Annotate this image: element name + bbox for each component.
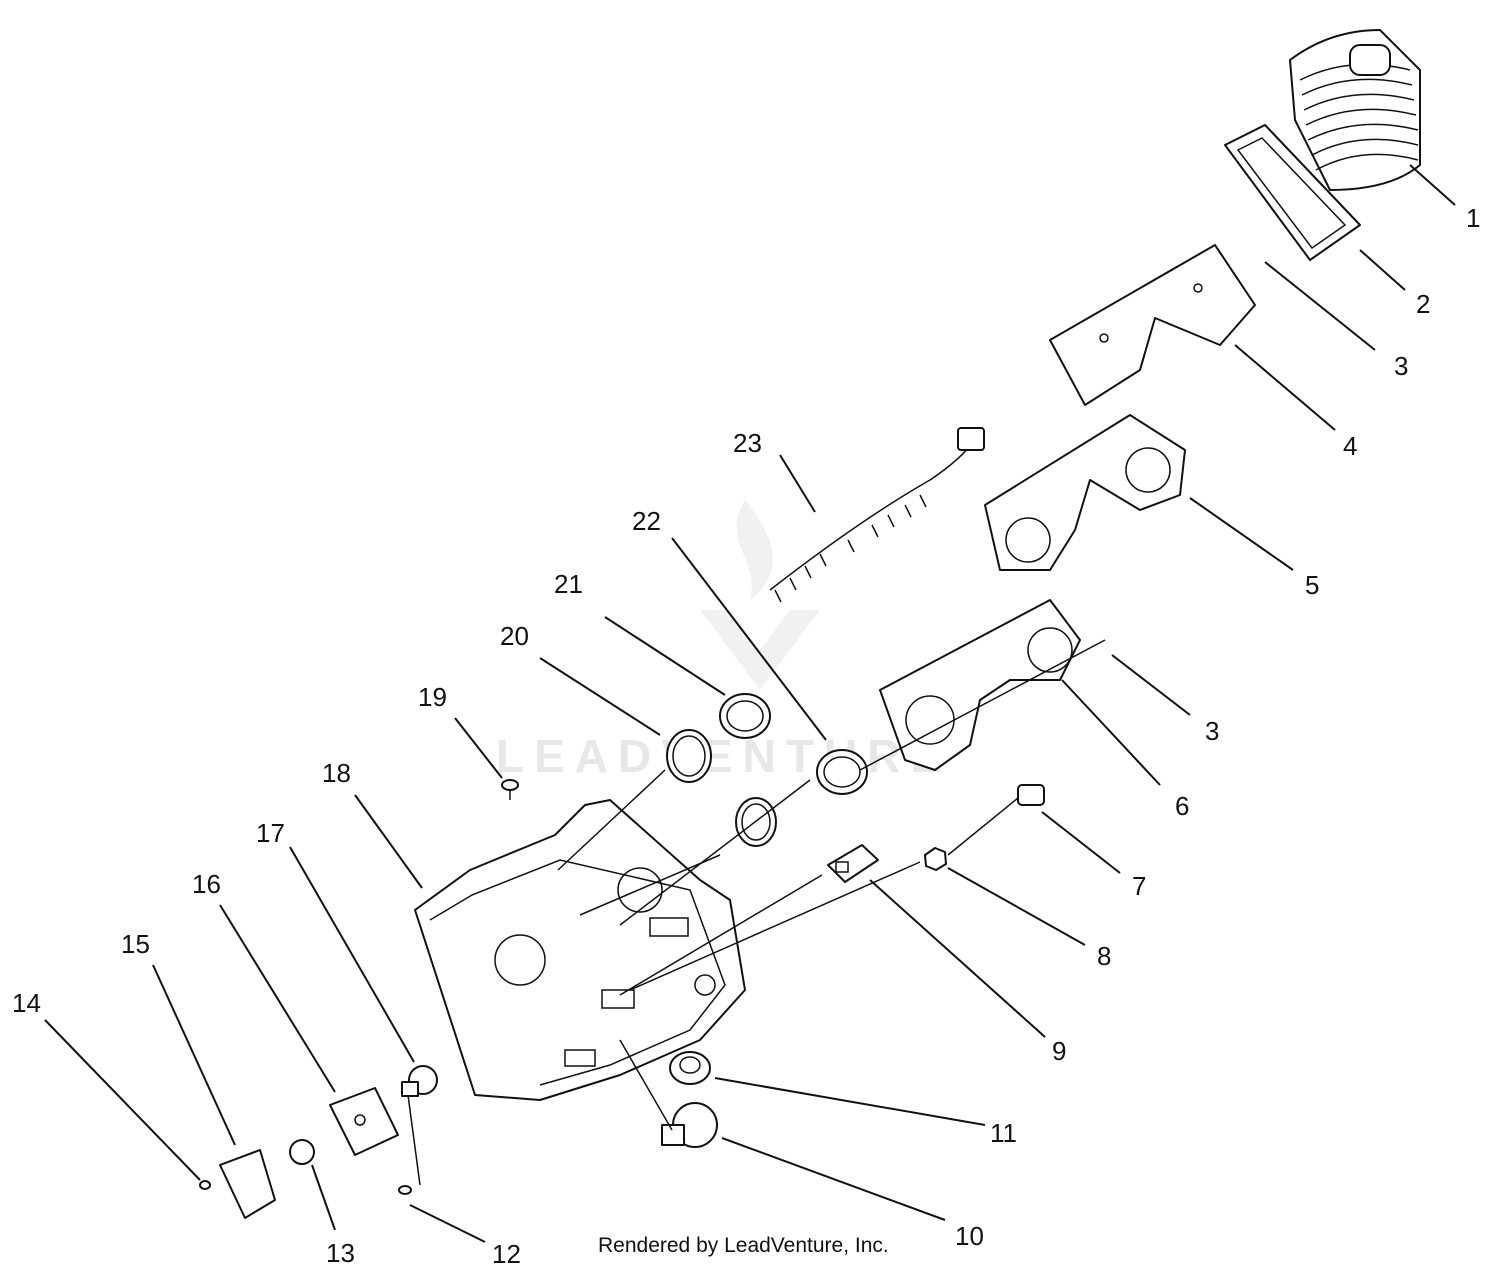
callout-14: 14 [12,988,41,1018]
part-7-switch [1017,784,1045,806]
callout-3b: 3 [1205,716,1219,746]
callout-18: 18 [322,758,351,788]
callout-23: 23 [733,428,762,458]
callout-12: 12 [492,1239,521,1269]
part-15-bracket [219,1149,276,1219]
part-5-gauge-decal [984,414,1186,571]
part-8-nut [924,847,947,871]
part-12-screw [398,1185,412,1195]
callout-16: 16 [192,869,221,899]
part-9-switch [827,844,879,883]
callout-22: 22 [632,506,661,536]
part-21-gauge [719,693,771,739]
watermark-text: LEADVENTURE [496,730,951,782]
callout-7: 7 [1132,871,1146,901]
watermark-logo [700,500,820,690]
part-13-lens [289,1139,315,1165]
callout-19: 19 [418,682,447,712]
callout-5: 5 [1305,570,1319,600]
callout-9: 9 [1052,1036,1066,1066]
part-18-console-housing [414,799,746,1101]
callout-2: 2 [1416,289,1430,319]
part-14-screw [199,1180,211,1190]
callout-20: 20 [500,621,529,651]
callout-21: 21 [554,569,583,599]
part-23-wire-harness [769,427,985,603]
part-16-socket [329,1087,399,1156]
callout-11: 11 [990,1118,1017,1148]
callout-1: 1 [1466,203,1480,233]
callout-6: 6 [1175,791,1189,821]
callout-10: 10 [955,1221,984,1251]
callout-3: 3 [1394,351,1408,381]
part-11-ignition [669,1051,711,1085]
part-1-shift-boot [1289,29,1421,191]
part-19-screw [501,779,519,800]
render-credit: Rendered by LeadVenture, Inc. [598,1234,889,1257]
part-10-light-switch [661,1102,718,1148]
callout-4: 4 [1343,431,1357,461]
callout-labels: 1 2 3 4 5 23 22 21 20 3 6 19 18 7 17 8 1… [12,203,1480,1269]
part-2-boot-frame [1224,124,1361,261]
callout-17: 17 [256,818,285,848]
callout-8: 8 [1097,941,1111,971]
callout-15: 15 [121,929,150,959]
leader-lines [44,164,1456,1243]
part-4-console-decal [1049,244,1256,406]
part-22-gauge [816,749,868,795]
callout-13: 13 [326,1238,355,1268]
part-6-gauge-bezel [879,599,1081,771]
part-17-bulb [401,1065,438,1097]
